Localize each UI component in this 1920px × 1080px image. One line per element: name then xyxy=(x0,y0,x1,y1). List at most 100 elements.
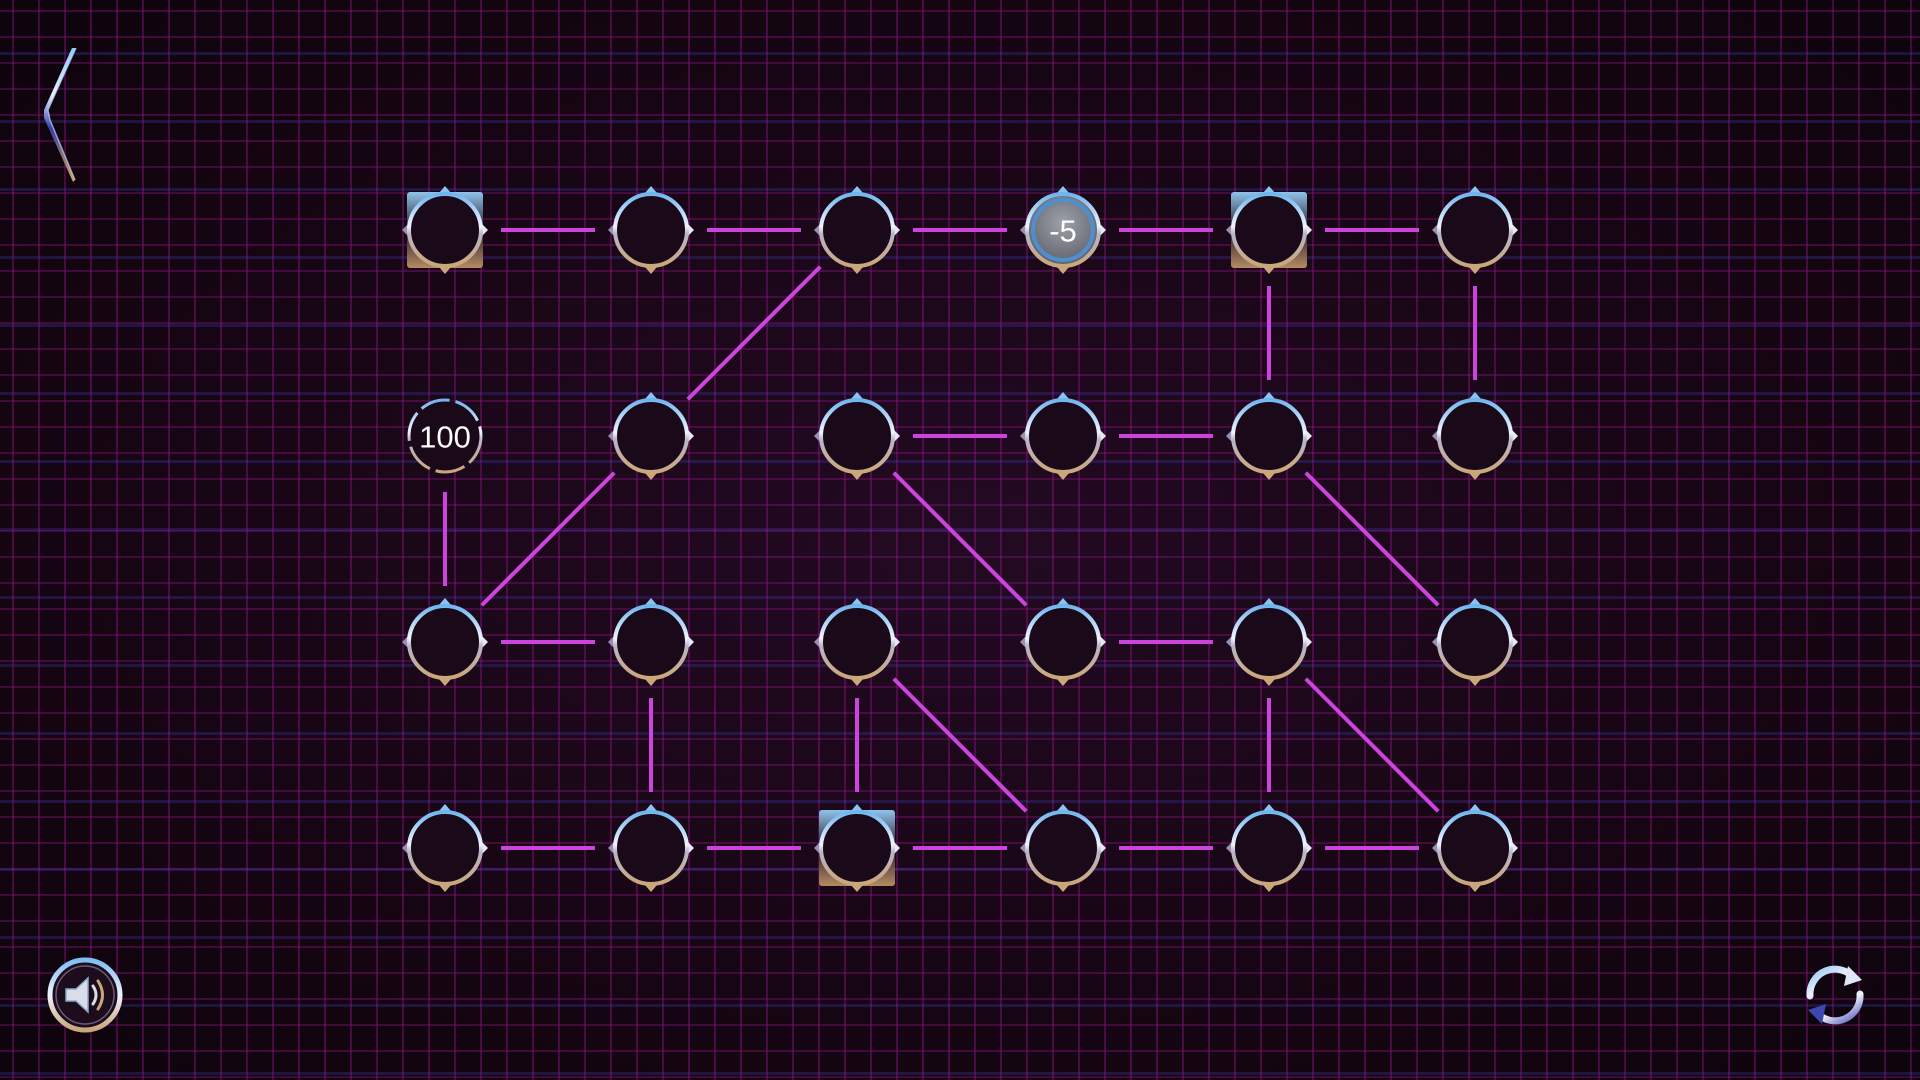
node-notch xyxy=(1432,842,1438,854)
node-r1c1[interactable] xyxy=(402,186,488,274)
node-r2c2[interactable] xyxy=(608,392,694,480)
node-notch xyxy=(1020,430,1026,442)
node-notch xyxy=(1469,267,1481,274)
node-r4c4[interactable] xyxy=(1020,804,1106,892)
node-notch xyxy=(851,473,863,480)
node-notch xyxy=(814,224,820,236)
node-ring xyxy=(613,604,689,680)
node-notch xyxy=(608,842,614,854)
node-notch xyxy=(1306,842,1312,854)
node-ring xyxy=(407,398,483,474)
node-notch xyxy=(439,598,451,605)
node-notch xyxy=(1100,430,1106,442)
node-notch xyxy=(1469,885,1481,892)
node-r3c1[interactable] xyxy=(402,598,488,686)
node-notch xyxy=(1263,473,1275,480)
edge-r2c2-r3c1 xyxy=(480,471,616,607)
node-active-ring xyxy=(1031,198,1095,262)
restart-button-graphic xyxy=(1806,965,1864,1025)
node-notch xyxy=(645,885,657,892)
node-notch xyxy=(1057,679,1069,686)
sound-button-graphic xyxy=(47,957,123,1033)
node-ring xyxy=(1231,810,1307,886)
node-notch xyxy=(439,679,451,686)
node-notch xyxy=(1057,267,1069,274)
node-ring xyxy=(1025,604,1101,680)
node-notch xyxy=(1020,842,1026,854)
node-notch xyxy=(645,392,657,399)
node-notch xyxy=(608,636,614,648)
node-notch xyxy=(608,430,614,442)
node-r1c4[interactable]: -5 xyxy=(1020,186,1106,274)
edge-r2c3-r3c4 xyxy=(892,471,1028,607)
node-notch xyxy=(688,636,694,648)
node-notch xyxy=(851,598,863,605)
node-notch xyxy=(645,679,657,686)
node-r2c3[interactable] xyxy=(814,392,900,480)
node-notch xyxy=(1020,636,1026,648)
node-notch xyxy=(894,224,900,236)
node-r2c6[interactable] xyxy=(1432,392,1518,480)
node-notch xyxy=(645,473,657,480)
node-r1c6[interactable] xyxy=(1432,186,1518,274)
node-notch xyxy=(1512,224,1518,236)
node-value-label: -5 xyxy=(1049,214,1077,249)
node-notch xyxy=(1100,224,1106,236)
node-notch xyxy=(814,636,820,648)
node-notch xyxy=(851,267,863,274)
node-ring xyxy=(1231,398,1307,474)
speaker-icon[interactable] xyxy=(46,956,124,1034)
node-r3c6[interactable] xyxy=(1432,598,1518,686)
node-notch xyxy=(1057,473,1069,480)
node-ring xyxy=(407,192,483,268)
node-r3c2[interactable] xyxy=(608,598,694,686)
node-notch xyxy=(851,186,863,193)
node-notch xyxy=(608,224,614,236)
node-ring xyxy=(613,192,689,268)
node-r2c4[interactable] xyxy=(1020,392,1106,480)
node-notch xyxy=(439,267,451,274)
node-notch xyxy=(1512,430,1518,442)
score-label: 100 xyxy=(419,420,471,455)
node-notch xyxy=(1020,224,1026,236)
node-r4c5[interactable] xyxy=(1226,804,1312,892)
node-notch xyxy=(1306,224,1312,236)
node-r2c5[interactable] xyxy=(1226,392,1312,480)
node-notch xyxy=(1226,842,1232,854)
node-notch xyxy=(814,842,820,854)
node-notch xyxy=(1226,636,1232,648)
node-r3c5[interactable] xyxy=(1226,598,1312,686)
node-r3c3[interactable] xyxy=(814,598,900,686)
refresh-icon[interactable] xyxy=(1796,956,1874,1034)
node-r3c4[interactable] xyxy=(1020,598,1106,686)
node-notch xyxy=(1469,804,1481,811)
edge-r3c3-r4c4 xyxy=(892,677,1028,813)
node-notch xyxy=(1263,679,1275,686)
node-notch xyxy=(1263,598,1275,605)
node-notch xyxy=(1432,224,1438,236)
node-r1c3[interactable] xyxy=(814,186,900,274)
node-ring xyxy=(819,604,895,680)
node-notch xyxy=(1263,186,1275,193)
chevron-left-icon[interactable] xyxy=(38,44,88,184)
node-r4c2[interactable] xyxy=(608,804,694,892)
node-ring xyxy=(1437,810,1513,886)
node-r1c2[interactable] xyxy=(608,186,694,274)
node-ring xyxy=(1025,192,1101,268)
node-r4c3[interactable] xyxy=(814,804,900,892)
node-notch xyxy=(1306,636,1312,648)
edge-r1c3-r2c2 xyxy=(686,265,822,401)
node-notch xyxy=(851,392,863,399)
node-r4c1[interactable] xyxy=(402,804,488,892)
node-notch xyxy=(1057,885,1069,892)
node-notch xyxy=(894,636,900,648)
node-ring xyxy=(819,192,895,268)
node-r2c1[interactable]: 100 xyxy=(407,398,483,474)
node-ring xyxy=(1437,398,1513,474)
node-r4c6[interactable] xyxy=(1432,804,1518,892)
node-ring xyxy=(613,810,689,886)
node-r1c5[interactable] xyxy=(1226,186,1312,274)
node-notch xyxy=(402,224,408,236)
node-notch xyxy=(894,430,900,442)
